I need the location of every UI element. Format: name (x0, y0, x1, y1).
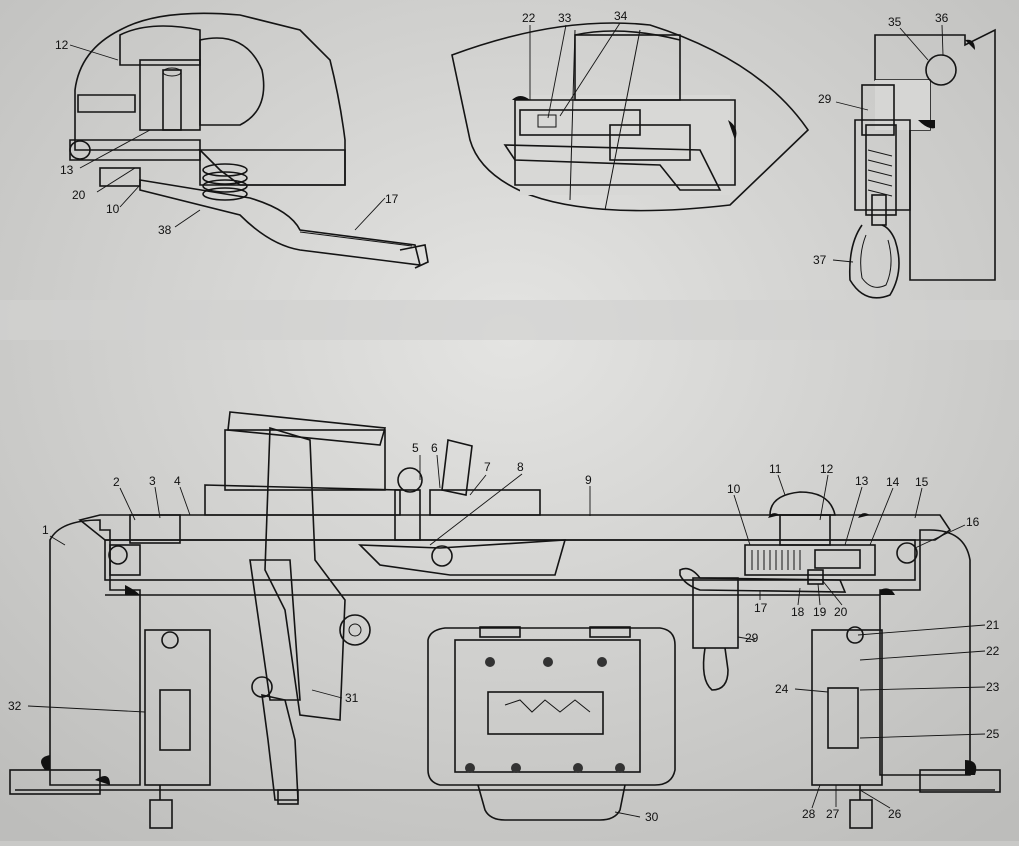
callout-22-cover: 22 (522, 11, 536, 25)
spring-coil (751, 550, 801, 570)
periscope-head (224, 429, 386, 491)
callout-26: 26 (888, 807, 902, 821)
callout-21: 21 (986, 618, 1000, 632)
callout-3: 3 (149, 474, 156, 488)
callout-35: 35 (888, 15, 902, 29)
spring-housing (744, 544, 876, 576)
periscope-tube (264, 426, 346, 721)
callout-13-detail: 13 (60, 163, 74, 177)
callout-31: 31 (345, 691, 359, 705)
paper-fold (0, 300, 1019, 340)
callout-11: 11 (769, 462, 782, 476)
callout-15: 15 (915, 475, 929, 489)
callout-1: 1 (42, 523, 49, 537)
callout-19: 19 (813, 605, 827, 619)
latch-mechanism-right (811, 629, 883, 786)
callout-33: 33 (558, 11, 572, 25)
callout-18: 18 (791, 605, 805, 619)
callout-14: 14 (886, 475, 900, 489)
callout-29: 29 (745, 631, 759, 645)
callout-2: 2 (113, 475, 120, 489)
callout-5: 5 (412, 441, 419, 455)
detail-plunger (848, 28, 996, 299)
detail-cover-leaders (529, 22, 621, 119)
callout-9: 9 (585, 473, 592, 487)
callout-16: 16 (966, 515, 980, 529)
callout-20-detail: 20 (72, 188, 86, 202)
callout-8: 8 (517, 460, 524, 474)
base-flange-left (9, 769, 101, 795)
callout-4: 4 (174, 474, 181, 488)
center-panel (427, 627, 676, 786)
latch-lever (357, 539, 567, 576)
callout-7: 7 (484, 460, 491, 474)
hinge-pin-left (108, 545, 128, 565)
base-flange-right (919, 769, 1001, 793)
callout-17-detail: 17 (385, 192, 399, 206)
plunger-body (692, 577, 739, 649)
center-window (487, 691, 604, 735)
callout-22: 22 (986, 644, 1000, 658)
callout-17: 17 (754, 601, 768, 615)
callout-20: 20 (834, 605, 848, 619)
callout-29-detail: 29 (818, 92, 832, 106)
housing-wall-left (49, 519, 141, 786)
callout-25: 25 (986, 727, 1000, 741)
callout-36: 36 (935, 11, 949, 25)
detail-spring-lever (69, 12, 429, 269)
main-assembly (9, 411, 1001, 829)
callout-32: 32 (8, 699, 22, 713)
release-lever (679, 567, 847, 593)
callout-6: 6 (431, 441, 438, 455)
callout-34: 34 (614, 9, 628, 23)
housing-wall-right (879, 529, 971, 776)
callout-27: 27 (826, 807, 840, 821)
callout-10-detail: 10 (106, 202, 120, 216)
latch-mechanism-left (144, 629, 211, 786)
callout-10: 10 (727, 482, 741, 496)
callout-12: 12 (820, 462, 834, 476)
callout-13: 13 (855, 474, 869, 488)
main-leaders (27, 454, 986, 818)
detail-cover-section (451, 22, 810, 212)
callout-28: 28 (802, 807, 816, 821)
callout-38-detail: 38 (158, 223, 172, 237)
hinge-pin-right (896, 542, 918, 564)
detail-plunger-leaders (832, 24, 944, 263)
callout-37: 37 (813, 253, 827, 267)
detail-spring-lever-leaders (69, 44, 386, 231)
callout-30: 30 (645, 810, 659, 824)
callout-24: 24 (775, 682, 789, 696)
carry-handle (477, 784, 626, 821)
callout-12-detail: 12 (55, 38, 69, 52)
panel-rivets (465, 657, 625, 773)
callout-23: 23 (986, 680, 1000, 694)
